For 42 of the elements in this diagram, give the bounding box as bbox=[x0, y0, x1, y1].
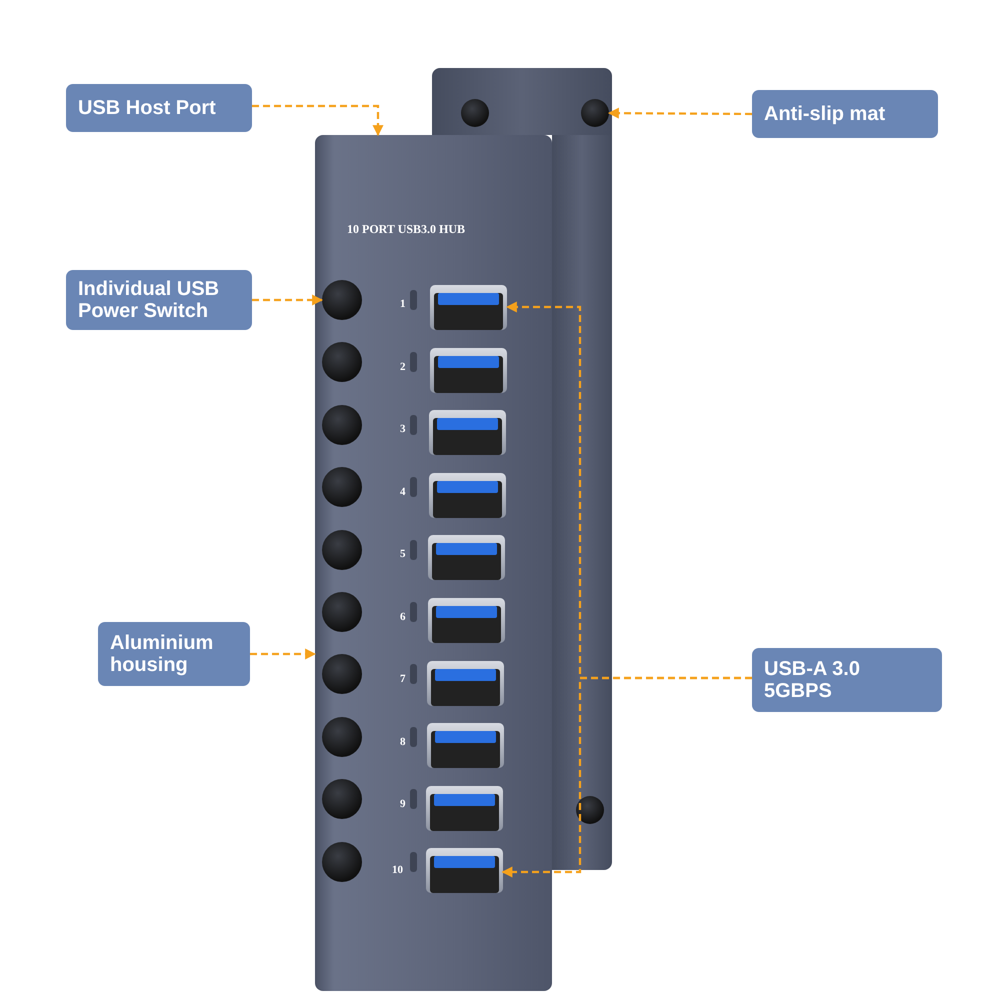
hub-body bbox=[315, 135, 552, 991]
leader-line bbox=[252, 294, 324, 306]
usb-port bbox=[426, 786, 503, 831]
usb-port bbox=[426, 723, 504, 768]
port-number: 8 bbox=[400, 736, 406, 748]
power-button bbox=[322, 716, 362, 757]
port-number: 4 bbox=[400, 486, 406, 498]
usb-port bbox=[430, 348, 506, 393]
usb-port bbox=[428, 598, 504, 643]
power-button bbox=[322, 779, 362, 820]
leader-line bbox=[252, 104, 384, 136]
leader-line bbox=[250, 648, 316, 660]
power-button bbox=[322, 654, 362, 694]
port-number: 6 bbox=[400, 611, 406, 623]
port-number: 7 bbox=[400, 673, 406, 685]
power-button bbox=[322, 342, 362, 382]
usb-port bbox=[429, 410, 506, 456]
power-button bbox=[322, 842, 362, 882]
port-number: 1 bbox=[400, 298, 406, 310]
port-number: 5 bbox=[400, 548, 406, 560]
power-button bbox=[322, 467, 362, 508]
port-number: 9 bbox=[400, 798, 406, 810]
leader-line bbox=[501, 676, 752, 878]
callout-label: Aluminium housing bbox=[98, 622, 250, 686]
callout-label: USB Host Port bbox=[66, 84, 252, 132]
power-button bbox=[322, 592, 362, 632]
power-button bbox=[322, 530, 362, 570]
callout-label: USB-A 3.0 5GBPS bbox=[752, 648, 942, 712]
port-number: 10 bbox=[392, 864, 403, 876]
usb-port bbox=[428, 535, 505, 580]
usb-port bbox=[430, 285, 507, 330]
leader-line bbox=[608, 108, 752, 119]
callout-label: Individual USB Power Switch bbox=[66, 270, 252, 330]
port-number: 3 bbox=[400, 423, 406, 435]
usb-port bbox=[428, 472, 506, 518]
usb-port bbox=[426, 848, 502, 894]
product-title: 10 PORT USB3.0 HUB bbox=[347, 222, 466, 237]
power-button bbox=[322, 280, 362, 320]
power-button bbox=[322, 404, 362, 445]
port-number: 2 bbox=[400, 361, 406, 373]
callout-label: Anti-slip mat bbox=[752, 90, 938, 138]
usb-port bbox=[427, 660, 504, 706]
